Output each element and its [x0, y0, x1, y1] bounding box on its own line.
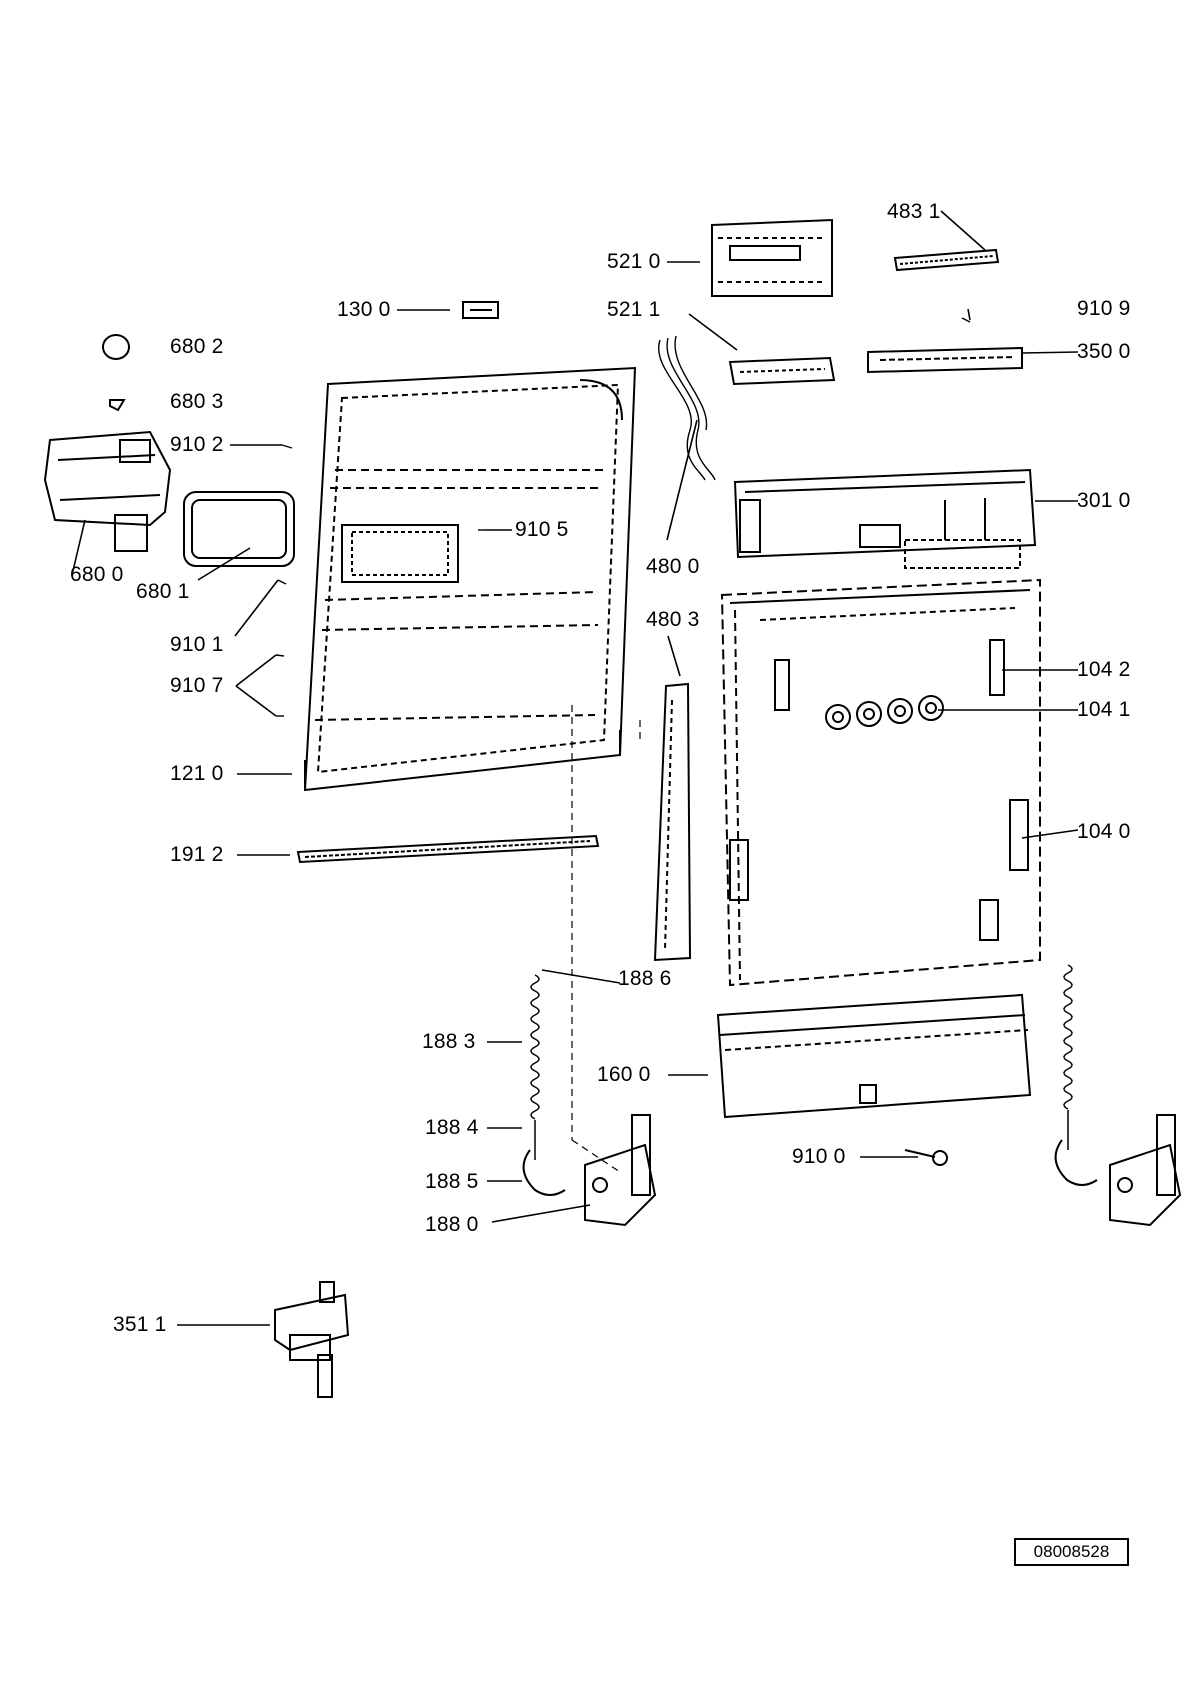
door-inner-panel: [303, 366, 637, 792]
callout-191-2: 191 2: [170, 843, 224, 866]
callout-483-1: 483 1: [887, 200, 941, 223]
callout-188-3: 188 3: [422, 1030, 476, 1053]
callout-680-3: 680 3: [170, 390, 224, 413]
hinge-right: [1054, 1114, 1182, 1227]
bottom-trim-160-0: [716, 993, 1032, 1119]
knobs-104-1: [825, 695, 944, 730]
callout-188-0: 188 0: [425, 1213, 479, 1236]
rod-191-2: [296, 834, 600, 864]
spring-left: [530, 974, 540, 1160]
display-board-350-0: [867, 346, 1023, 374]
callout-910-0: 910 0: [792, 1145, 846, 1168]
callout-121-0: 121 0: [170, 762, 224, 785]
callout-188-6: 188 6: [618, 967, 672, 990]
valve-351-1: [274, 1281, 350, 1398]
gasket-680-1: [183, 491, 295, 567]
callout-910-1: 910 1: [170, 633, 224, 656]
control-board-521-1: [728, 356, 836, 386]
screw-910-0: [904, 1149, 948, 1166]
callout-104-2: 104 2: [1077, 658, 1131, 681]
callout-104-0: 104 0: [1077, 820, 1131, 843]
callout-680-1: 680 1: [136, 580, 190, 603]
callout-910-9: 910 9: [1077, 297, 1131, 320]
callout-480-3: 480 3: [646, 608, 700, 631]
hinge-left: [522, 1114, 657, 1227]
callout-910-5: 910 5: [515, 518, 569, 541]
callout-680-0: 680 0: [70, 563, 124, 586]
document-code-box: 08008528: [1014, 1538, 1129, 1566]
callout-480-0: 480 0: [646, 555, 700, 578]
callout-521-1: 521 1: [607, 298, 661, 321]
door-lock-680-0: [43, 430, 172, 552]
callout-188-4: 188 4: [425, 1116, 479, 1139]
callout-351-1: 351 1: [113, 1313, 167, 1336]
clip-680-3: [109, 399, 126, 412]
assembly-dash-lines: [571, 705, 641, 1173]
callout-301-0: 301 0: [1077, 489, 1131, 512]
callout-680-2: 680 2: [170, 335, 224, 358]
callout-188-5: 188 5: [425, 1170, 479, 1193]
leader-lines: [71, 210, 1079, 1326]
callout-910-7: 910 7: [170, 674, 224, 697]
part-130-0: [462, 301, 499, 319]
spring-right: [1063, 964, 1073, 1150]
side-strip-480-3: [653, 682, 692, 962]
screws: [275, 317, 971, 717]
callout-910-2: 910 2: [170, 433, 224, 456]
control-module-521-0: [711, 218, 833, 297]
control-panel-frame-301-0: [733, 468, 1037, 569]
callout-521-0: 521 0: [607, 250, 661, 273]
outer-door-panel-104-0: [720, 578, 1041, 987]
callout-350-0: 350 0: [1077, 340, 1131, 363]
ring-680-2: [102, 334, 130, 360]
callout-104-1: 104 1: [1077, 698, 1131, 721]
wiring-480-0: [657, 335, 716, 481]
callout-160-0: 160 0: [597, 1063, 651, 1086]
strip-483-1: [893, 248, 1000, 272]
callout-130-0: 130 0: [337, 298, 391, 321]
